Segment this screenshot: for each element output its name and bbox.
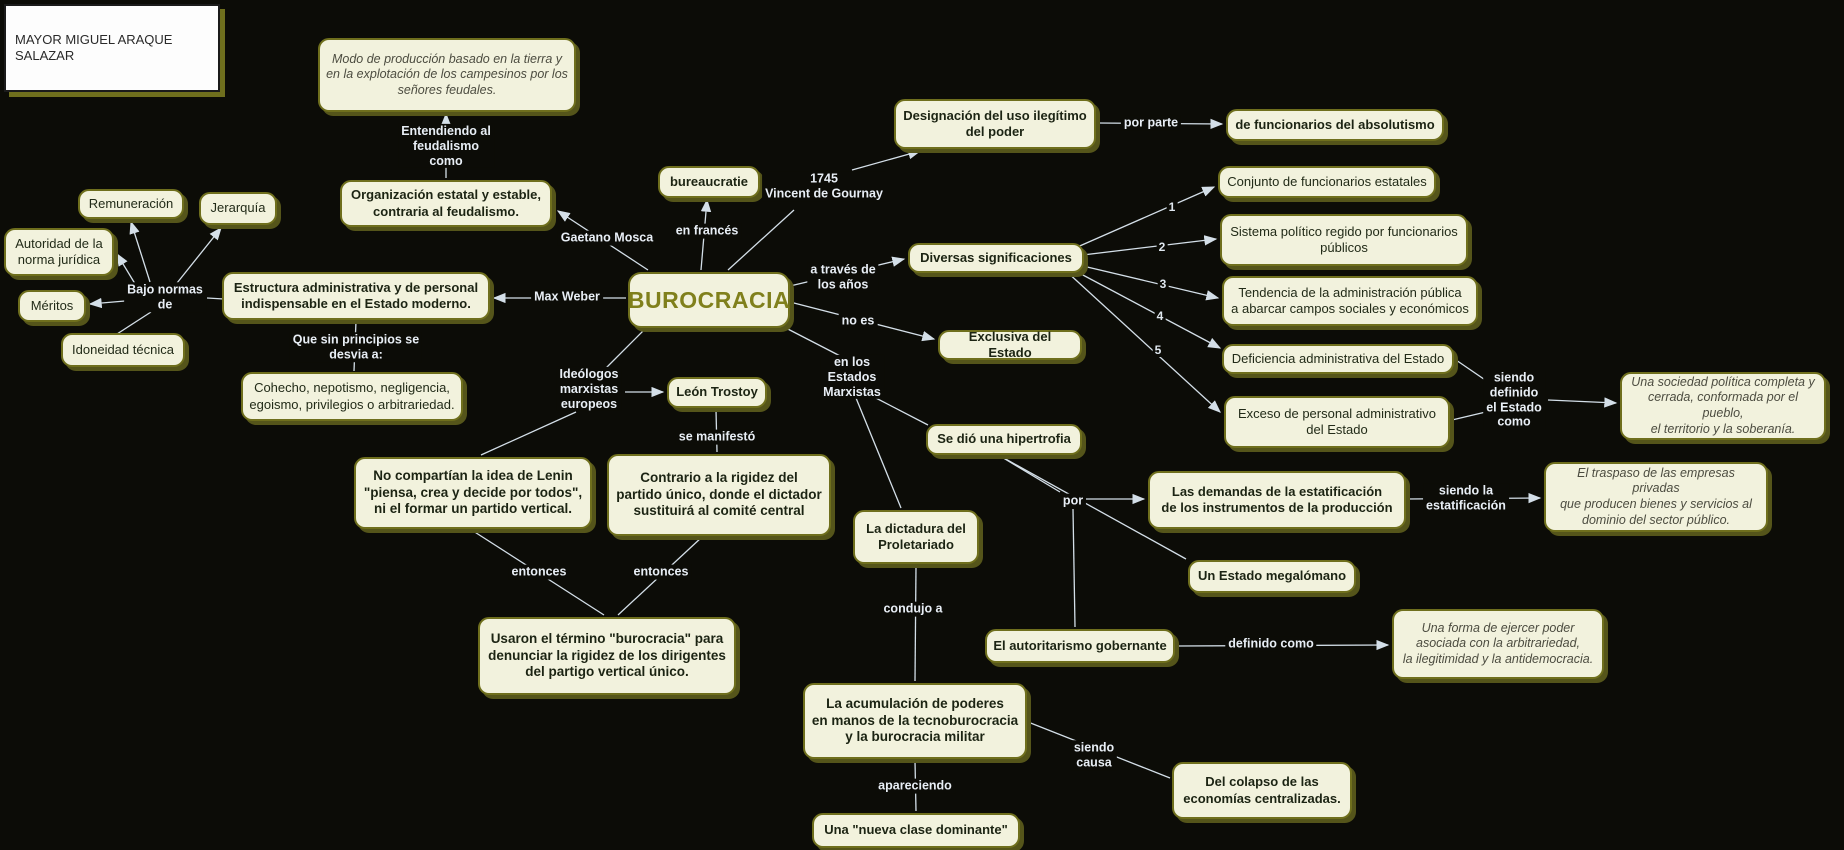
- edge-label-estados-marxistas: en los Estados Marxistas: [820, 354, 884, 400]
- node-hipertrofia[interactable]: Se dió una hipertrofia: [926, 424, 1082, 455]
- node-usaron-termino[interactable]: Usaron el término "burocracia" para denu…: [478, 617, 736, 695]
- node-tendencia-administracion[interactable]: Tendencia de la administración pública a…: [1222, 276, 1478, 326]
- edge-label-que-sin-principios: Que sin principios se desvia a:: [289, 332, 423, 362]
- edge-label-max-weber: Max Weber: [531, 289, 603, 305]
- node-cohecho-nepotismo[interactable]: Cohecho, nepotismo, negligencia, egoismo…: [241, 372, 463, 421]
- node-contrario-rigidez[interactable]: Contrario a la rigidez del partido único…: [607, 454, 831, 536]
- branch-number-2: 2: [1156, 240, 1168, 254]
- edge-label-condujo-a: condujo a: [880, 601, 946, 617]
- node-traspaso-empresas[interactable]: El traspaso de las empresas privadas que…: [1544, 462, 1768, 532]
- branch-number-5: 5: [1152, 343, 1164, 357]
- edge-label-en-frances: en francés: [672, 223, 742, 239]
- node-exclusiva-del-estado[interactable]: Exclusiva del Estado: [938, 329, 1082, 360]
- author-box[interactable]: MAYOR MIGUEL ARAQUE SALAZAR: [4, 4, 220, 92]
- node-no-compartian-lenin[interactable]: No compartían la idea de Lenin "piensa, …: [354, 457, 592, 529]
- edge-label-gaetano-mosca: Gaetano Mosca: [557, 230, 657, 246]
- node-nueva-clase-dominante[interactable]: Una "nueva clase dominante": [812, 813, 1020, 848]
- edge-label-a-traves: a través de los años: [807, 262, 879, 292]
- edge-label-ideologos-marxistas: Ideólogos marxistas europeos: [556, 366, 622, 412]
- node-deficiencia-administrativa[interactable]: Deficiencia administrativa del Estado: [1222, 344, 1454, 374]
- edge-label-1745-gournay: 1745 Vincent de Gournay: [762, 171, 886, 201]
- node-organizacion-estatal[interactable]: Organización estatal y estable, contrari…: [340, 180, 552, 227]
- edge-label-siendo-causa: siendo causa: [1070, 740, 1118, 770]
- node-estado-megalomano[interactable]: Un Estado megalómano: [1188, 560, 1356, 593]
- node-jerarquia[interactable]: Jerarquía: [199, 192, 277, 225]
- node-burocracia-main[interactable]: BUROCRACIA: [628, 272, 790, 328]
- node-designacion-uso-ilegitimo[interactable]: Designación del uso ilegítimo del poder: [894, 99, 1096, 149]
- node-colapso-economias[interactable]: Del colapso de las economías centralizad…: [1172, 762, 1352, 819]
- branch-number-1: 1: [1166, 200, 1178, 214]
- edge-label-definido-como: definido como: [1225, 636, 1317, 652]
- node-demandas-estatificacion[interactable]: Las demandas de la estatificación de los…: [1148, 471, 1406, 529]
- edge-label-apareciendo: apareciendo: [875, 778, 955, 794]
- edge-label-siendo-definido: siendo definido el Estado como: [1483, 370, 1545, 430]
- node-bureaucratie[interactable]: bureaucratie: [658, 166, 760, 198]
- node-leon-trostoy[interactable]: León Trostoy: [667, 377, 767, 408]
- node-dictadura-proletariado[interactable]: La dictadura del Proletariado: [853, 510, 979, 564]
- edge-label-por: por: [1059, 493, 1087, 509]
- branch-number-3: 3: [1157, 277, 1169, 291]
- node-autoridad-norma[interactable]: Autoridad de la norma jurídica: [4, 228, 114, 276]
- node-acumulacion-poderes[interactable]: La acumulación de poderes en manos de la…: [803, 683, 1027, 759]
- node-conjunto-funcionarios[interactable]: Conjunto de funcionarios estatales: [1218, 166, 1436, 198]
- edge-label-entonces-2: entonces: [630, 564, 692, 580]
- branch-number-4: 4: [1154, 309, 1166, 323]
- edge-label-siendo-estatificacion: siendo la estatificación: [1423, 483, 1509, 513]
- node-remuneracion[interactable]: Remuneración: [78, 189, 184, 219]
- node-autoritarismo[interactable]: El autoritarismo gobernante: [985, 629, 1175, 663]
- edge-label-entonces-1: entonces: [508, 564, 570, 580]
- node-meritos[interactable]: Méritos: [18, 290, 86, 322]
- edge-label-bajo-normas: Bajo normas de: [124, 282, 206, 312]
- node-idoneidad-tecnica[interactable]: Idoneidad técnica: [61, 333, 185, 367]
- edge-label-no-es: no es: [838, 313, 878, 329]
- edge-label-entendiendo-feudalismo: Entendiendo al feudalismo como: [398, 123, 494, 169]
- edge-label-se-manifesto: se manifestó: [675, 429, 759, 445]
- node-forma-ejercer-poder[interactable]: Una forma de ejercer poder asociada con …: [1392, 609, 1604, 679]
- edge-label-por-parte: por parte: [1120, 115, 1182, 131]
- node-sistema-politico[interactable]: Sistema político regido por funcionarios…: [1220, 214, 1468, 266]
- node-funcionarios-absolutismo[interactable]: de funcionarios del absolutismo: [1226, 109, 1444, 141]
- node-estructura-administrativa[interactable]: Estructura administrativa y de personal …: [222, 272, 490, 320]
- node-sociedad-politica[interactable]: Una sociedad política completa y cerrada…: [1620, 372, 1826, 440]
- node-diversas-significaciones[interactable]: Diversas significaciones: [908, 243, 1084, 273]
- node-modo-produccion[interactable]: Modo de producción basado en la tierra y…: [318, 38, 576, 112]
- node-exceso-personal[interactable]: Exceso de personal administrativo del Es…: [1224, 396, 1450, 448]
